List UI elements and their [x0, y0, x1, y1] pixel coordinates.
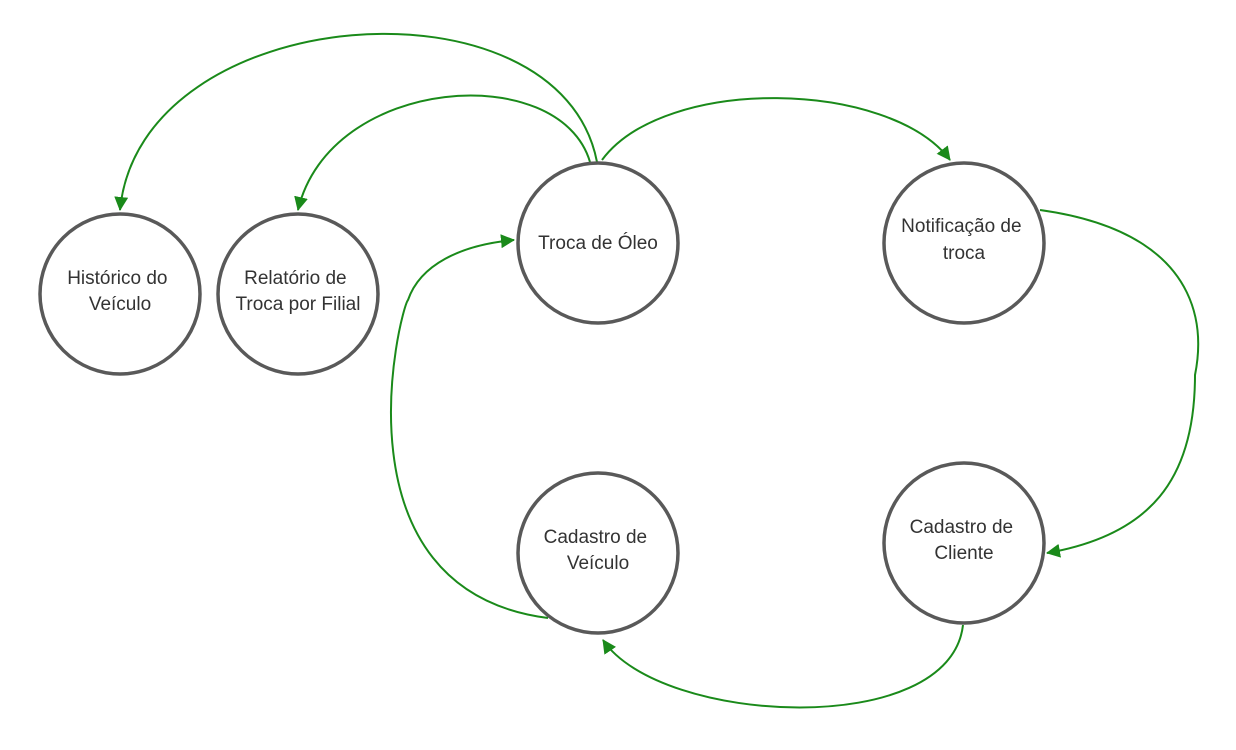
edge-troca-to-notificacao — [601, 97, 951, 161]
edge-cad-veiculo-to-troca — [390, 234, 549, 619]
edge-troca-to-relatorio — [294, 94, 591, 211]
edge-troca-to-historico — [114, 32, 598, 211]
node-circle — [216, 212, 380, 376]
node-historico-do-veiculo[interactable]: Histórico do Veículo — [38, 212, 202, 376]
node-label: Cadastro de Cliente — [910, 517, 1019, 564]
node-label: Relatório de Troca por Filial — [236, 268, 361, 315]
node-cadastro-de-veiculo[interactable]: Cadastro de Veículo — [516, 471, 680, 635]
node-troca-de-oleo[interactable]: Troca de Óleo — [516, 161, 680, 325]
node-notificacao-de-troca[interactable]: Notificação de troca — [882, 161, 1046, 325]
edges-group — [114, 32, 1200, 709]
node-relatorio-de-troca[interactable]: Relatório de Troca por Filial — [216, 212, 380, 376]
node-label: Cadastro de Veículo — [544, 527, 653, 574]
node-label: Histórico do Veículo — [67, 268, 173, 315]
node-label: Notificação de troca — [901, 216, 1027, 264]
node-cadastro-de-cliente[interactable]: Cadastro de Cliente — [882, 461, 1046, 625]
node-label: Troca de Óleo — [538, 232, 658, 254]
node-circle — [38, 212, 202, 376]
node-circle — [516, 161, 680, 325]
edge-notificacao-to-cad-cliente — [1039, 209, 1200, 558]
nodes-group: Histórico do Veículo Relatório de Troca … — [38, 161, 1046, 635]
node-circle — [516, 471, 680, 635]
node-circle — [882, 461, 1046, 625]
node-circle — [882, 161, 1046, 325]
edge-cad-cliente-to-cad-veiculo — [602, 624, 964, 709]
